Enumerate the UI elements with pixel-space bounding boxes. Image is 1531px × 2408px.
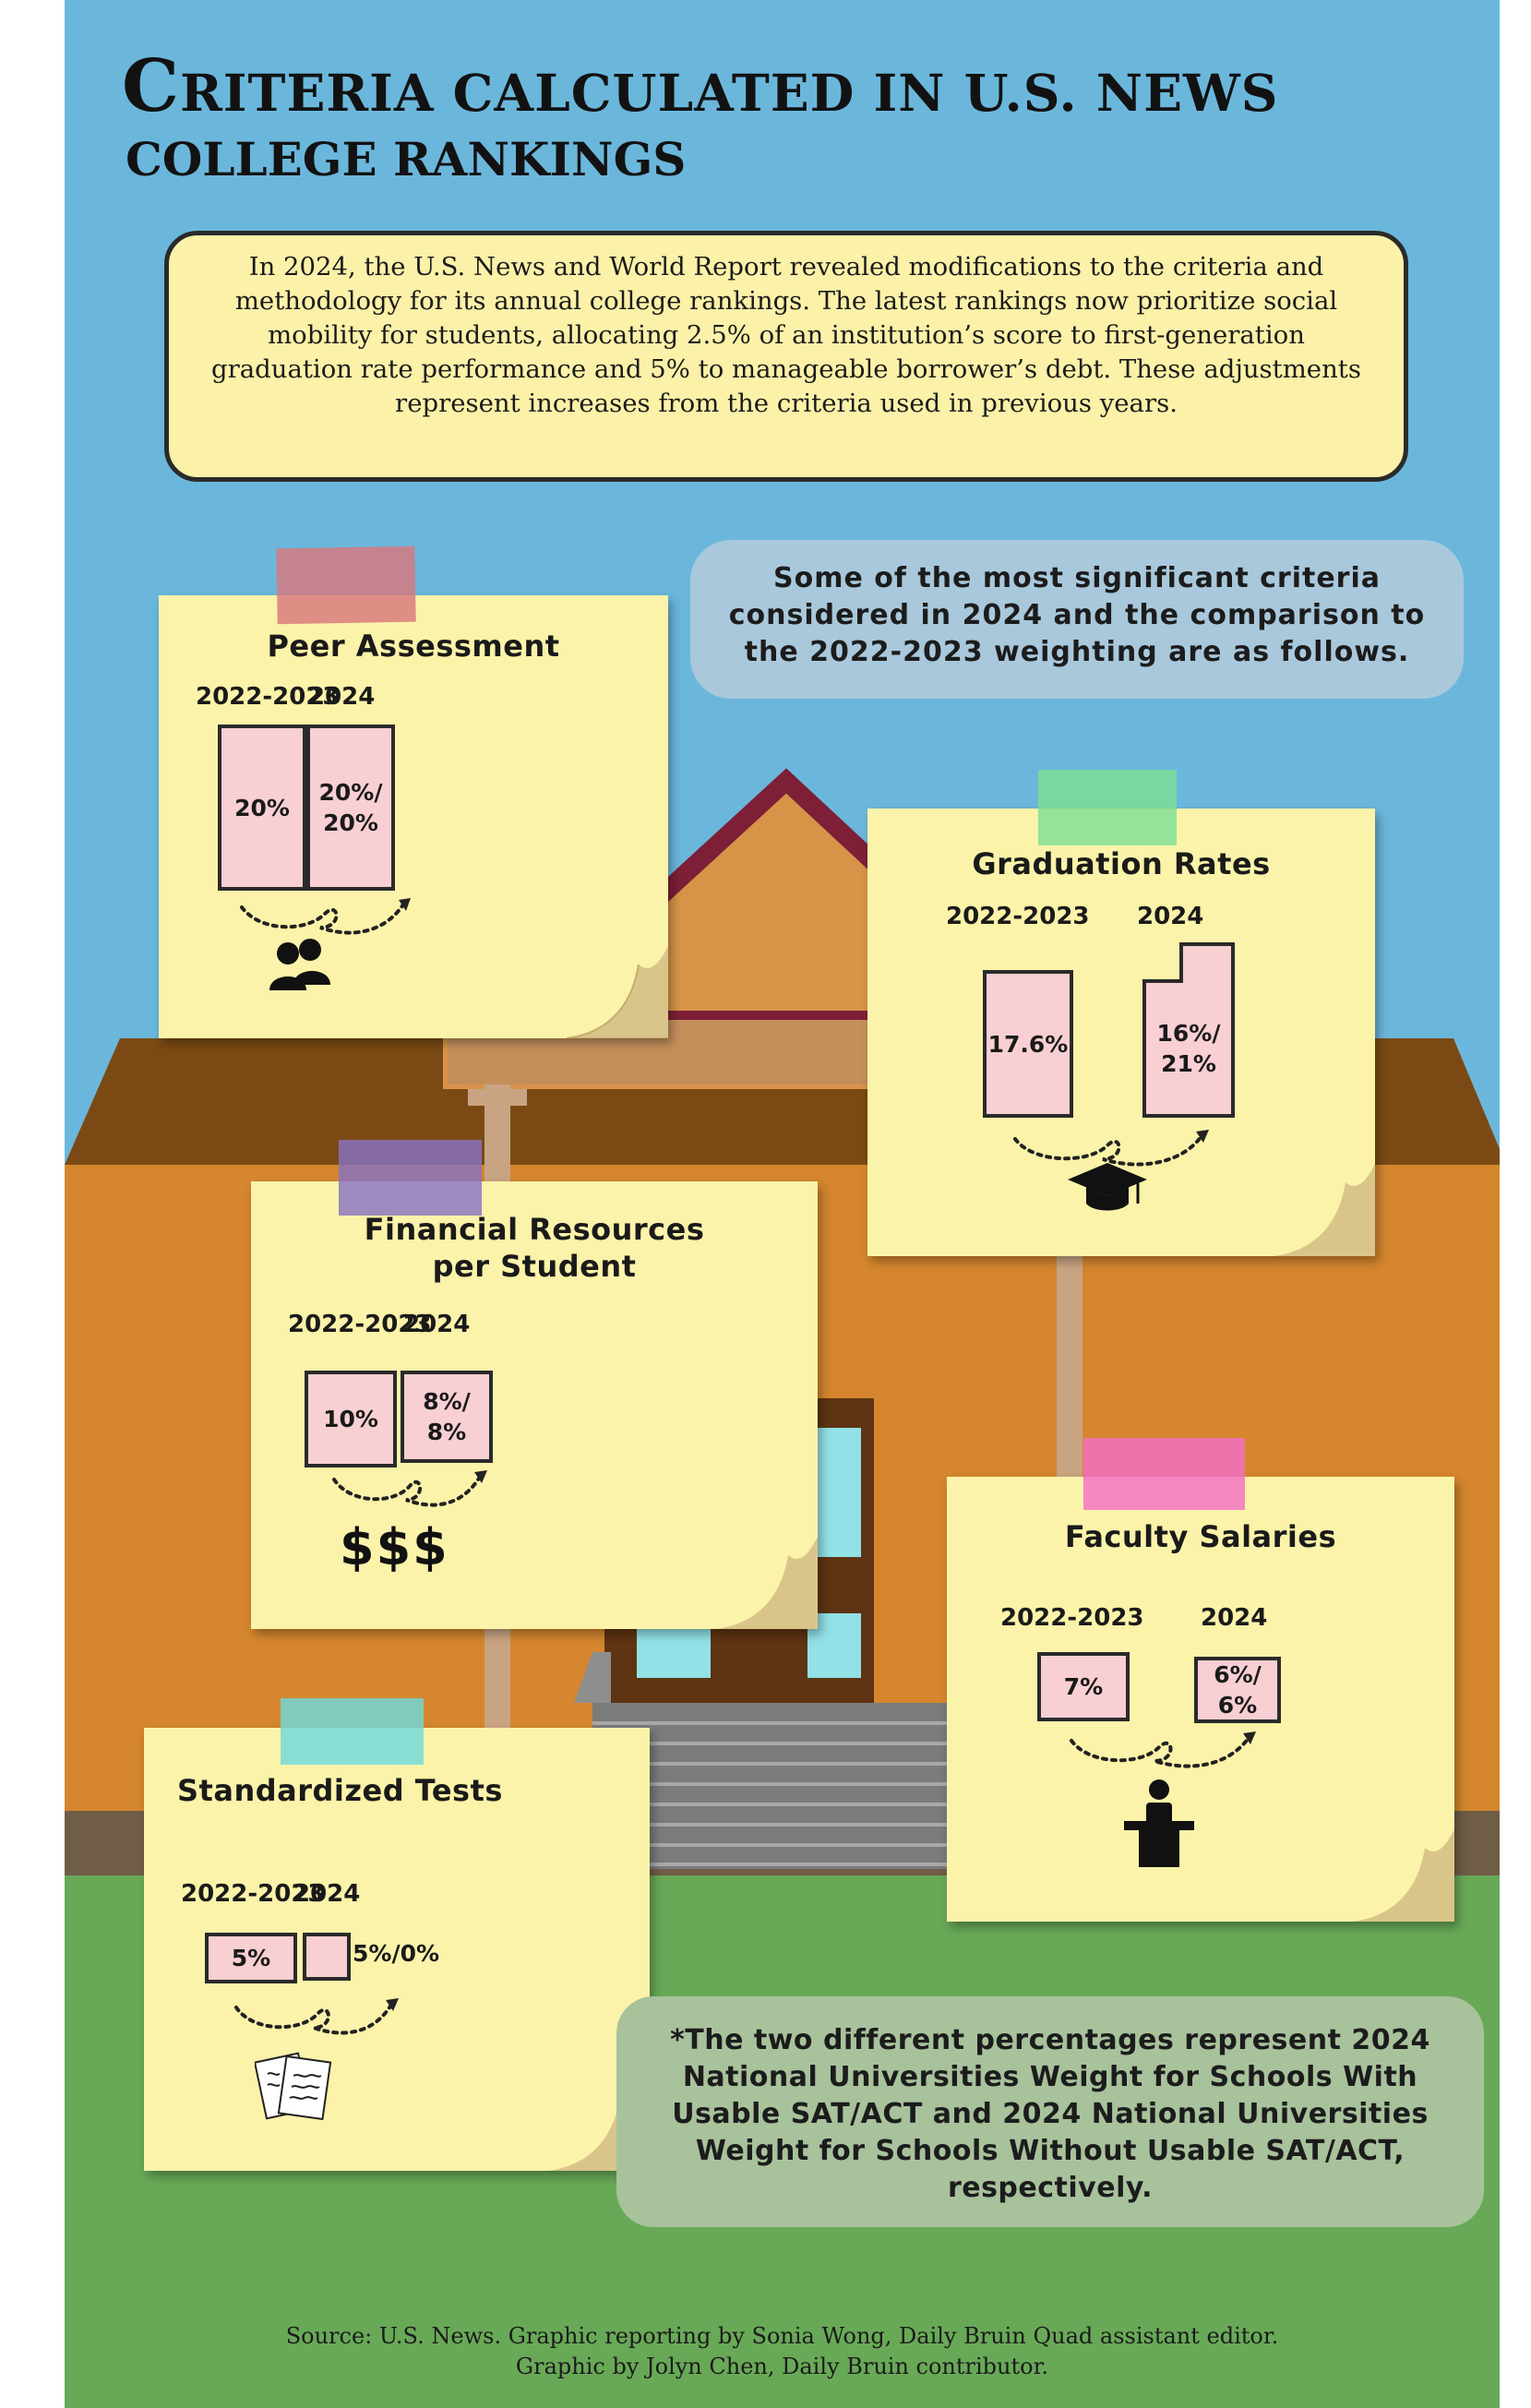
note-peer-assessment: Peer Assessment 2022-2023 2024 20% 20%/2… <box>159 545 668 1038</box>
page-curl <box>1274 1164 1375 1256</box>
infographic: CRITERIA CALCULATED IN U.S. NEWS COLLEGE… <box>65 0 1500 2408</box>
comparison-arrow <box>240 898 411 935</box>
page-curl <box>1353 1829 1454 1922</box>
criterion-title: Peer Assessment <box>267 629 560 664</box>
tape <box>339 1140 482 1216</box>
value-2024: 20%/20% <box>306 725 395 891</box>
value-2022-2023: 20% <box>218 725 306 891</box>
title-rest: RITERIA CALCULATED IN U.S. NEWS <box>180 63 1279 123</box>
value-2022-2023: 10% <box>305 1371 397 1468</box>
period-label-a: 2022-2023 <box>1000 1604 1144 1632</box>
tape <box>276 545 416 625</box>
graduation-cap-icon <box>1068 1163 1147 1211</box>
period-label-b: 2024 <box>1137 903 1204 930</box>
note-graduation-rates: Graduation Rates 2022-2023 2024 17.6% 16… <box>867 770 1375 1256</box>
page-title-line1: CRITERIA CALCULATED IN U.S. NEWS <box>122 51 1278 123</box>
value-2024: 6%/6% <box>1194 1657 1281 1723</box>
comparison-arrow <box>234 1998 399 2035</box>
subheading-bubble: Some of the most significant criteria co… <box>690 540 1464 699</box>
tape <box>281 1698 424 1765</box>
value-2022-2023: 7% <box>1037 1652 1130 1721</box>
criterion-title: Faculty Salaries <box>1064 1519 1337 1554</box>
period-label-a: 2022-2023 <box>181 1880 325 1908</box>
page-curl <box>567 946 668 1038</box>
stair-railing <box>574 1652 611 1703</box>
period-label-b: 2024 <box>293 1880 361 1908</box>
footnote-box: *The two different percentages represent… <box>616 1996 1484 2227</box>
criterion-title: Graduation Rates <box>972 846 1271 881</box>
left-column-capital <box>468 1089 527 1106</box>
period-label-a: 2022-2023 <box>946 903 1090 930</box>
lecturer-podium-icon <box>1124 1779 1194 1867</box>
test-papers-icon <box>255 2052 332 2121</box>
people-icon <box>269 939 330 990</box>
value-2024 <box>303 1933 351 1981</box>
value-2024: 16%/21% <box>1142 979 1235 1118</box>
dollar-signs-icon: $$$ <box>340 1518 449 1576</box>
tape <box>1083 1438 1245 1510</box>
intro-paragraph: In 2024, the U.S. News and World Report … <box>164 231 1408 482</box>
period-label-b: 2024 <box>403 1311 471 1338</box>
period-label-b: 2024 <box>1201 1604 1268 1632</box>
comparison-arrow <box>1013 1130 1209 1167</box>
value-2022-2023: 5% <box>205 1933 297 1983</box>
page-title-line2: COLLEGE RANKINGS <box>126 132 687 186</box>
value-2024-extension <box>1179 942 1235 983</box>
note-faculty-salaries: Faculty Salaries 2022-2023 2024 7% 6%/6% <box>947 1438 1454 1922</box>
comparison-arrow <box>1070 1731 1256 1768</box>
period-label-b: 2024 <box>308 683 376 711</box>
comparison-arrow <box>332 1470 487 1507</box>
criterion-title: Standardized Tests <box>177 1773 503 1808</box>
page-curl <box>716 1537 818 1629</box>
value-2024: 8%/8% <box>401 1371 493 1463</box>
note-standardized-tests: Standardized Tests 2022-2023 2024 5% 5%/… <box>144 1698 650 2171</box>
title-initial: C <box>122 44 181 128</box>
tape <box>1038 770 1177 845</box>
source-credit: Source: U.S. News. Graphic reporting by … <box>285 2323 1279 2379</box>
value-2024-label: 5%/0% <box>353 1940 440 1967</box>
period-label-a: 2022-2023 <box>196 683 340 711</box>
period-label-a: 2022-2023 <box>288 1311 432 1338</box>
value-2022-2023: 17.6% <box>983 970 1073 1118</box>
